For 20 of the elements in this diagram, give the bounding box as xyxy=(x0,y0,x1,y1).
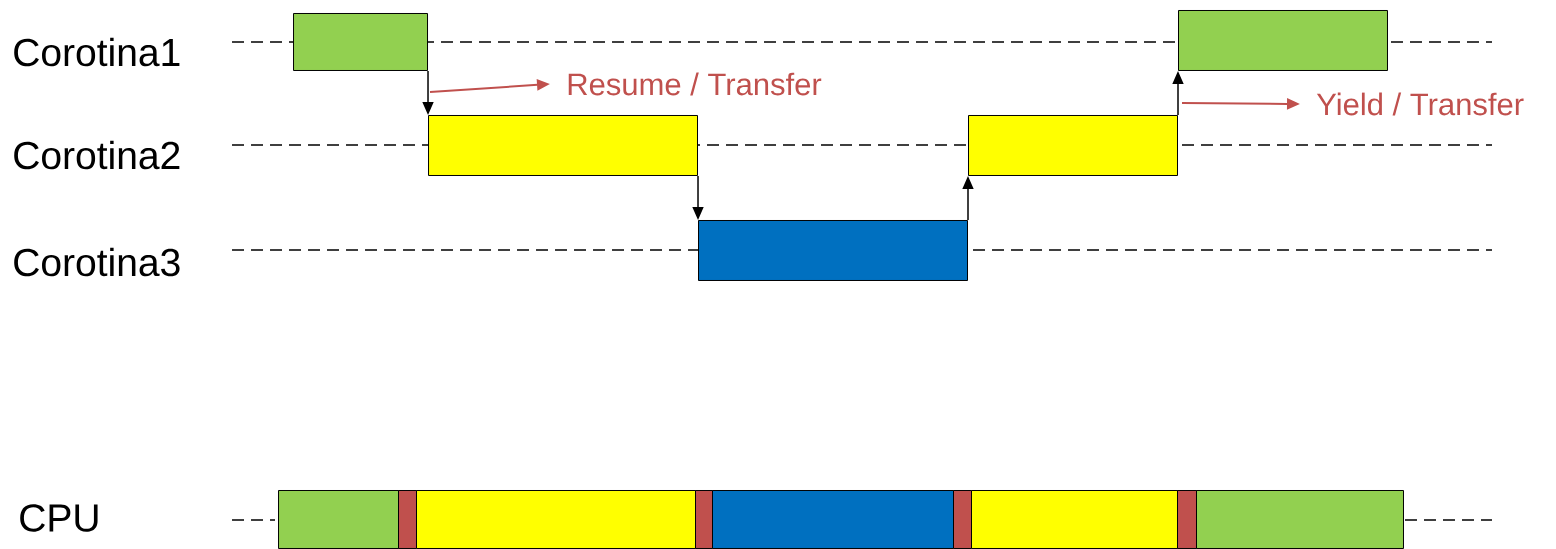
edge-label: Yield / Transfer xyxy=(1316,92,1524,116)
task-bar xyxy=(1178,10,1388,71)
row-label: Corotina3 xyxy=(14,247,180,277)
row-label: Corotina2 xyxy=(14,140,180,170)
switch-segment xyxy=(953,490,972,549)
task-bar xyxy=(698,220,968,281)
row-label: CPU xyxy=(20,504,98,532)
cpu-segment xyxy=(278,490,399,549)
cpu-segment xyxy=(712,490,954,549)
cpu-segment xyxy=(971,490,1178,549)
switch-segment xyxy=(398,490,417,549)
switch-segment xyxy=(695,490,713,549)
task-bar xyxy=(293,13,428,71)
row-label: Corotina1 xyxy=(14,37,180,67)
cpu-segment xyxy=(416,490,696,549)
switch-segment xyxy=(1177,490,1197,549)
cpu-segment xyxy=(1196,490,1404,549)
task-bar xyxy=(968,115,1178,176)
edge-label: Resume / Transfer xyxy=(568,72,822,96)
task-bar xyxy=(428,115,698,176)
